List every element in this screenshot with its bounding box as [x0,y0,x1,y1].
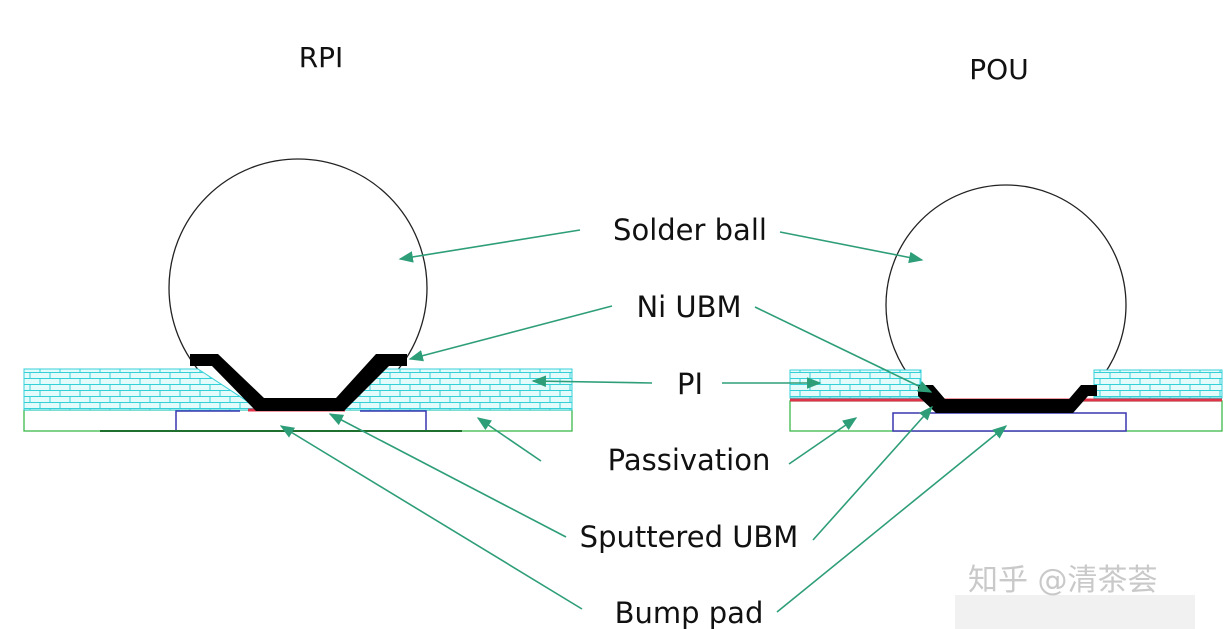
arrow-sputtered-ubm-left [328,413,567,538]
label-ni-ubm: Ni UBM [636,290,741,324]
arrow-solder-ball-right [779,231,924,264]
label-passivation: Passivation [608,443,771,477]
pou-bump-pad [892,412,1127,432]
pou-pi-right [1093,369,1223,399]
label-bump-pad: Bump pad [615,596,764,629]
arrow-passivation-left [476,417,542,462]
watermark-text: 知乎 @清茶荟 [968,563,1158,598]
arrow-ni-ubm-right [754,306,933,393]
arrow-bump-pad-right [776,425,1008,613]
arrow-bump-pad-left [279,425,583,610]
rpi-passivation-layer [23,409,573,432]
title-rpi: RPI [299,41,344,74]
watermark-blur [955,595,1195,629]
arrow-group [279,229,1008,613]
arrow-solder-ball-left [398,229,581,263]
label-pi: PI [677,367,703,401]
label-solder-ball: Solder ball [613,213,767,247]
label-sputtered-ubm: Sputtered UBM [580,520,799,554]
pou-pi-left [789,369,922,399]
rpi-ni-ubm [190,354,407,411]
rpi-bump-pad [175,410,427,431]
title-pou: POU [969,53,1028,86]
arrow-sputtered-ubm-right [812,405,933,541]
arrow-pi-left [531,375,653,387]
arrow-passivation-right [788,417,858,465]
arrow-ni-ubm-left [408,305,613,362]
rpi-structure [23,158,573,432]
pou-ni-ubm [918,385,1097,413]
pou-structure [789,184,1223,432]
